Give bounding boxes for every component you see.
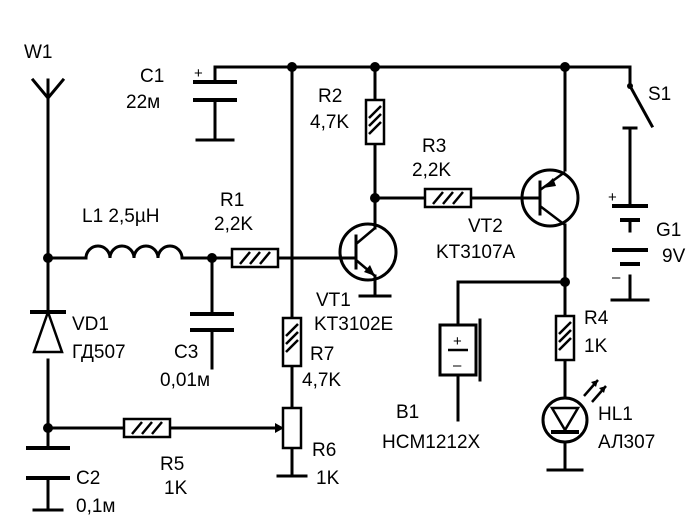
vd1-name: VD1 [72, 314, 109, 335]
g1-minus-sign: – [612, 269, 621, 286]
r6-value: 1K [316, 468, 340, 489]
r5-name: R5 [160, 454, 184, 475]
l1-label: L1 2,5µH [82, 206, 160, 227]
w1-label: W1 [24, 42, 53, 63]
c3-name: C3 [174, 342, 198, 363]
transistor-vt2 [520, 168, 580, 228]
capacitor-c3 [190, 312, 234, 332]
capacitor-c1 [193, 80, 237, 102]
resistor-r3 [423, 187, 473, 209]
battery-g1 [612, 204, 648, 266]
g1-name: G1 [656, 220, 681, 241]
vt2-name: VT2 [468, 216, 503, 237]
c3-value: 0,01м [160, 370, 210, 391]
transistor-vt1 [338, 222, 398, 282]
r1-name: R1 [220, 190, 244, 211]
c1-plus-sign: + [194, 65, 203, 82]
potentiometer-r6 [275, 406, 308, 478]
r1-value: 2,2K [214, 214, 253, 235]
led-hl1 [541, 379, 607, 444]
hl1-type: АЛ307 [598, 432, 655, 453]
hl1-name: HL1 [598, 404, 633, 425]
r4-value: 1K [584, 336, 608, 357]
b1-name: B1 [396, 402, 419, 423]
capacitor-c2 [26, 446, 70, 512]
r3-value: 2,2K [412, 160, 451, 181]
resistor-r2 [364, 98, 386, 146]
switch-s1 [622, 83, 655, 130]
resistor-r4 [554, 314, 576, 362]
r7-name: R7 [310, 344, 334, 365]
junction-dots [43, 62, 570, 433]
b1-type: HCM1212X [382, 432, 481, 453]
wires [46, 65, 650, 512]
r5-value: 1K [164, 478, 188, 499]
resistor-r1 [230, 247, 280, 269]
vt1-type: KT3102E [314, 314, 393, 335]
b1-minus-sign: – [453, 357, 462, 374]
r3-name: R3 [422, 136, 446, 157]
vd1-type: ГД507 [72, 342, 126, 363]
r4-name: R4 [584, 308, 609, 329]
c2-value: 0,1м [76, 496, 115, 517]
inductor-l1 [84, 244, 184, 260]
r2-name: R2 [318, 86, 342, 107]
buzzer-b1 [438, 318, 482, 382]
b1-plus-sign: + [453, 333, 462, 350]
g1-plus-sign: + [608, 189, 617, 206]
diode-vd1 [30, 308, 66, 354]
antenna-symbol [30, 77, 66, 101]
r7-value: 4,7K [302, 370, 341, 391]
c2-name: C2 [76, 468, 100, 489]
c1-name: C1 [140, 66, 164, 87]
resistor-r5 [122, 417, 172, 439]
resistor-r7 [281, 316, 303, 368]
s1-label: S1 [648, 84, 671, 105]
vt1-name: VT1 [316, 290, 351, 311]
c1-value: 22м [126, 92, 160, 113]
r6-name: R6 [312, 440, 336, 461]
g1-value: 9V [662, 246, 686, 267]
vt2-type: KT3107A [436, 242, 516, 263]
r2-value: 4,7K [310, 112, 349, 133]
